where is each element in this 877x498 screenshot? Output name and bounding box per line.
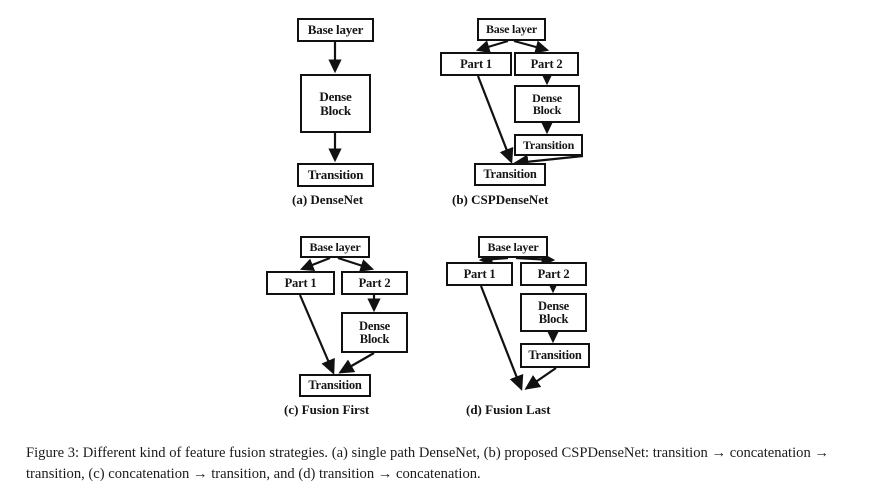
node-c-transition: Transition bbox=[299, 374, 371, 397]
node-b-part-1: Part 1 bbox=[440, 52, 512, 76]
node-a-dense-block: Dense Block bbox=[300, 74, 371, 133]
edge-c-base-to-part1 bbox=[299, 256, 331, 271]
node-b-base-layer: Base layer bbox=[477, 18, 546, 41]
edge-c-base-to-part2 bbox=[337, 256, 375, 272]
node-label: Transition bbox=[522, 137, 575, 152]
edge-d-base-to-part1 bbox=[478, 252, 509, 266]
node-d-part-1: Part 1 bbox=[446, 262, 513, 286]
node-label: Transition bbox=[528, 348, 582, 362]
node-label: Transition bbox=[483, 167, 537, 181]
node-label: Part 2 bbox=[530, 56, 563, 71]
node-c-part-2: Part 2 bbox=[341, 271, 408, 295]
node-label: Part 1 bbox=[284, 275, 317, 290]
edge-b-part1-to-transition-final bbox=[476, 75, 514, 164]
node-label: Base layer bbox=[309, 239, 361, 254]
node-d-dense-block: Dense Block bbox=[520, 293, 587, 332]
edge-d-part1-to-fusion-point bbox=[479, 285, 524, 391]
node-b-dense-block: Dense Block bbox=[514, 85, 580, 123]
figure-caption: Figure 3: Different kind of feature fusi… bbox=[26, 445, 829, 482]
subcaption-b: (b) CSPDenseNet bbox=[452, 192, 549, 207]
edge-b-base-to-part2 bbox=[513, 39, 550, 54]
node-label: Base layer bbox=[486, 22, 537, 37]
node-label: Base layer bbox=[487, 239, 539, 254]
edge-b-transition-inner-to-transition-final bbox=[512, 154, 584, 169]
diagram-edges bbox=[298, 39, 584, 391]
node-a-transition: Transition bbox=[297, 163, 374, 187]
node-label: Base layer bbox=[307, 22, 364, 38]
node-label: Transition bbox=[308, 378, 362, 392]
node-label: Part 2 bbox=[358, 275, 391, 290]
subcaption-a: (a) DenseNet bbox=[292, 192, 364, 207]
node-d-transition: Transition bbox=[520, 343, 590, 368]
node-a-base-layer: Base layer bbox=[297, 18, 374, 42]
node-c-base-layer: Base layer bbox=[300, 236, 370, 258]
subcaption-d: (d) Fusion Last bbox=[466, 402, 551, 417]
edge-d-base-to-part2 bbox=[515, 252, 556, 266]
node-label: Part 1 bbox=[463, 266, 496, 281]
node-b-transition-inner: Transition bbox=[514, 134, 583, 156]
edge-c-part1-to-transition bbox=[298, 294, 335, 375]
node-c-dense-block: Dense Block bbox=[341, 312, 408, 353]
node-label: Part 2 bbox=[537, 266, 570, 281]
node-b-part-2: Part 2 bbox=[514, 52, 579, 76]
node-label: Transition bbox=[307, 167, 364, 183]
node-label: Dense Block bbox=[319, 88, 352, 118]
node-label: Part 1 bbox=[460, 56, 492, 71]
node-label: Dense Block bbox=[538, 298, 569, 326]
node-label: Dense Block bbox=[532, 90, 562, 117]
edge-d-transition-to-fusion-point bbox=[524, 367, 557, 390]
node-d-base-layer: Base layer bbox=[478, 236, 548, 258]
subcaption-c: (c) Fusion First bbox=[284, 402, 370, 417]
edge-c-dense-to-transition bbox=[338, 352, 375, 374]
node-label: Dense Block bbox=[359, 318, 390, 346]
node-c-part-1: Part 1 bbox=[266, 271, 335, 295]
node-d-part-2: Part 2 bbox=[520, 262, 587, 286]
node-b-transition-final: Transition bbox=[474, 163, 546, 186]
edge-b-base-to-part1 bbox=[475, 39, 509, 54]
